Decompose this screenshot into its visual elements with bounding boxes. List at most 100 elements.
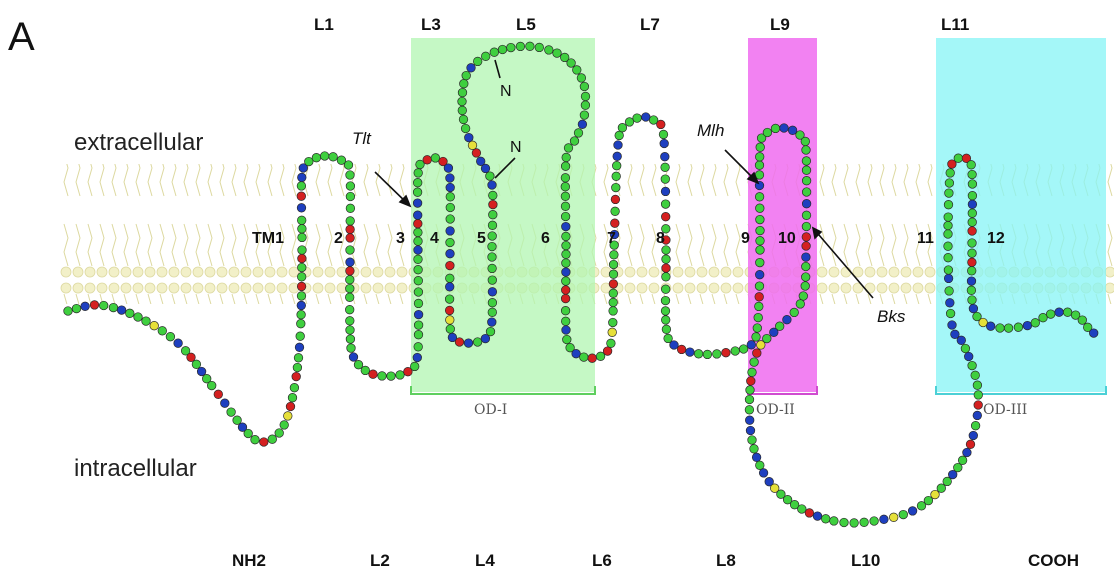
residue	[489, 47, 499, 57]
residue	[345, 257, 355, 267]
residue	[579, 352, 589, 362]
residue	[751, 452, 762, 462]
residue	[789, 500, 800, 510]
residue	[403, 367, 413, 377]
residue	[801, 221, 812, 232]
residue	[945, 298, 955, 308]
residue	[485, 171, 495, 181]
residue	[943, 273, 954, 284]
residue	[595, 351, 606, 361]
residue	[108, 302, 119, 313]
residue	[561, 249, 571, 259]
residue	[801, 187, 812, 197]
residue	[978, 317, 988, 328]
residue	[607, 327, 617, 337]
residue	[755, 270, 765, 280]
residue	[608, 259, 619, 270]
residue	[967, 199, 978, 209]
residue	[292, 362, 303, 373]
residue	[444, 294, 455, 304]
residue	[576, 73, 587, 83]
residue	[577, 119, 588, 129]
residue	[693, 349, 704, 359]
residue	[560, 173, 571, 183]
residue	[967, 208, 977, 218]
residue	[289, 383, 300, 393]
residue	[410, 361, 420, 372]
residue	[967, 248, 977, 258]
residue	[770, 483, 780, 493]
residue	[191, 359, 202, 369]
residue	[795, 299, 805, 309]
tm-segment-label: 2	[334, 230, 343, 247]
loop-label-top: L1	[314, 15, 334, 34]
residue	[296, 191, 306, 201]
residue	[196, 366, 207, 377]
residue	[297, 172, 307, 183]
residue	[829, 516, 839, 526]
panel-label: A	[8, 15, 35, 59]
residue	[345, 325, 355, 335]
residue	[782, 495, 793, 505]
mutant-label-bks: Bks	[877, 307, 906, 326]
residue	[506, 42, 516, 53]
residue	[966, 276, 977, 286]
residue	[745, 415, 755, 425]
residue	[798, 291, 808, 301]
residue	[610, 194, 621, 205]
residue	[561, 221, 571, 232]
residue	[563, 143, 574, 153]
residue	[571, 349, 581, 359]
tm-segment-label: 12	[987, 230, 1005, 247]
residue	[487, 287, 498, 297]
residue	[180, 346, 191, 356]
residue	[445, 226, 455, 236]
residue	[930, 489, 940, 500]
residue	[756, 133, 767, 143]
residue	[754, 281, 765, 291]
residue	[250, 435, 260, 445]
residue	[801, 272, 811, 282]
residue	[343, 160, 354, 170]
residue	[445, 324, 455, 334]
glycosylation-site-label: N	[500, 83, 512, 100]
residue	[770, 123, 781, 134]
residue	[297, 245, 307, 255]
residue	[345, 305, 355, 315]
extracellular-label: extracellular	[74, 129, 203, 156]
residue	[447, 332, 458, 343]
residue	[460, 123, 471, 134]
residue	[560, 182, 570, 192]
residue	[476, 156, 486, 166]
residue	[744, 405, 755, 415]
residue	[661, 272, 671, 282]
residue	[960, 343, 971, 354]
residue	[415, 159, 425, 170]
residue	[213, 389, 223, 399]
residue	[457, 96, 467, 107]
residue	[395, 370, 405, 380]
loop-label-bottom: L8	[716, 551, 736, 570]
residue	[345, 283, 355, 294]
residue	[463, 338, 474, 348]
residue	[1030, 318, 1040, 328]
residue	[749, 444, 759, 454]
residue	[610, 206, 620, 216]
residue	[345, 292, 355, 302]
residue	[259, 437, 269, 447]
residue	[480, 333, 491, 344]
residue	[207, 380, 217, 391]
residue	[661, 263, 671, 273]
residue	[967, 266, 977, 276]
residue	[1013, 322, 1024, 332]
residue	[274, 428, 284, 438]
residue	[294, 342, 305, 352]
residue	[801, 145, 811, 155]
residue	[287, 393, 298, 403]
residue	[336, 155, 347, 165]
od-iii-region	[936, 38, 1106, 392]
residue	[661, 315, 671, 325]
residue	[291, 371, 301, 382]
residue	[812, 511, 823, 521]
residue	[964, 351, 974, 362]
